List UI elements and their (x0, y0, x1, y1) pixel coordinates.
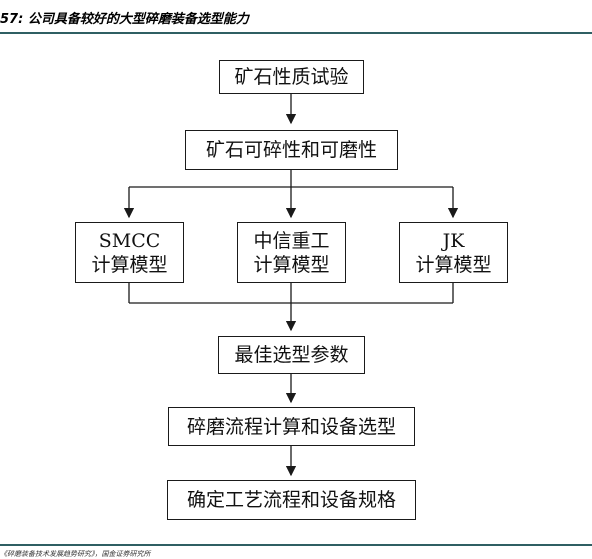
model-smcc-name: SMCC (98, 229, 161, 252)
model-jk-name: JK (442, 229, 465, 252)
model-jk-sub: 计算模型 (415, 253, 492, 276)
model-citic: 中信重工 计算模型 (237, 222, 346, 283)
figure-caption: 57: 公司具备较好的大型碎磨装备选型能力 (0, 12, 249, 27)
step-optimal-params: 最佳选型参数 (218, 336, 365, 374)
step-circuit-calc-selection-label: 碎磨流程计算和设备选型 (186, 415, 396, 438)
step-optimal-params-label: 最佳选型参数 (234, 344, 349, 366)
model-citic-sub: 计算模型 (253, 253, 330, 276)
step-ore-property-test-label: 矿石性质试验 (234, 66, 349, 88)
flowchart: 矿石性质试验 矿石可碎性和可磨性 SMCC 计算模型 中信重工 计算模型 JK … (0, 34, 592, 544)
flowchart-connectors (123, 92, 459, 477)
bottom-divider (0, 544, 592, 546)
model-jk: JK 计算模型 (399, 222, 508, 283)
step-finalize-process-spec: 确定工艺流程和设备规格 (167, 480, 416, 520)
top-divider (0, 32, 592, 34)
step-finalize-process-spec-label: 确定工艺流程和设备规格 (186, 489, 396, 511)
model-smcc: SMCC 计算模型 (75, 222, 184, 283)
step-circuit-calc-selection: 碎磨流程计算和设备选型 (168, 407, 415, 446)
model-smcc-sub: 计算模型 (91, 253, 168, 276)
source-note: 《碎磨装备技术发展趋势研究》，国金证券研究所 (0, 550, 151, 558)
step-crushability-grindability: 矿石可碎性和可磨性 (185, 130, 398, 170)
step-crushability-grindability-label: 矿石可碎性和可磨性 (205, 139, 377, 161)
step-ore-property-test: 矿石性质试验 (219, 60, 364, 94)
model-citic-name: 中信重工 (253, 229, 330, 252)
